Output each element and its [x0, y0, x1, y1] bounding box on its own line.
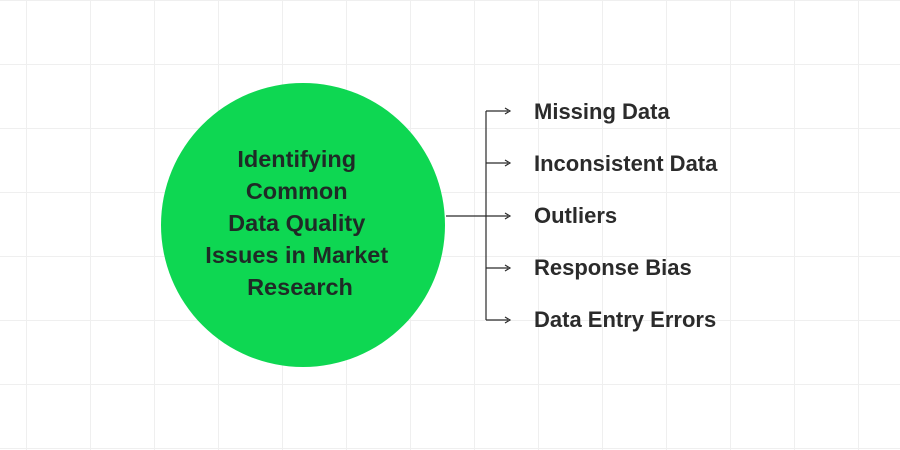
- branch-outliers: Outliers: [486, 203, 617, 228]
- branch-missing-data: Missing Data: [486, 99, 670, 124]
- branch-data-entry-errors: Data Entry Errors: [486, 307, 716, 332]
- central-topic-title: Identifying Common Data Quality Issues i…: [205, 146, 394, 300]
- arrow-icon: [504, 212, 512, 220]
- arrow-icon: [504, 159, 512, 167]
- arrow-icon: [504, 264, 512, 272]
- arrow-icon: [504, 107, 512, 115]
- central-topic-line: Identifying: [237, 146, 356, 172]
- central-topic-line: Issues in Market: [205, 242, 388, 268]
- central-topic-line: Data Quality: [228, 210, 365, 236]
- branch-response-bias: Response Bias: [486, 255, 692, 280]
- branch-label: Response Bias: [534, 255, 692, 280]
- branch-inconsistent-data: Inconsistent Data: [486, 151, 718, 176]
- arrow-icon: [504, 316, 512, 324]
- central-topic-circle: [161, 83, 445, 367]
- branch-label: Data Entry Errors: [534, 307, 716, 332]
- central-topic-line: Research: [247, 274, 353, 300]
- branch-label: Inconsistent Data: [534, 151, 718, 176]
- branch-label: Missing Data: [534, 99, 670, 124]
- central-topic-line: Common: [246, 178, 348, 204]
- branch-label: Outliers: [534, 203, 617, 228]
